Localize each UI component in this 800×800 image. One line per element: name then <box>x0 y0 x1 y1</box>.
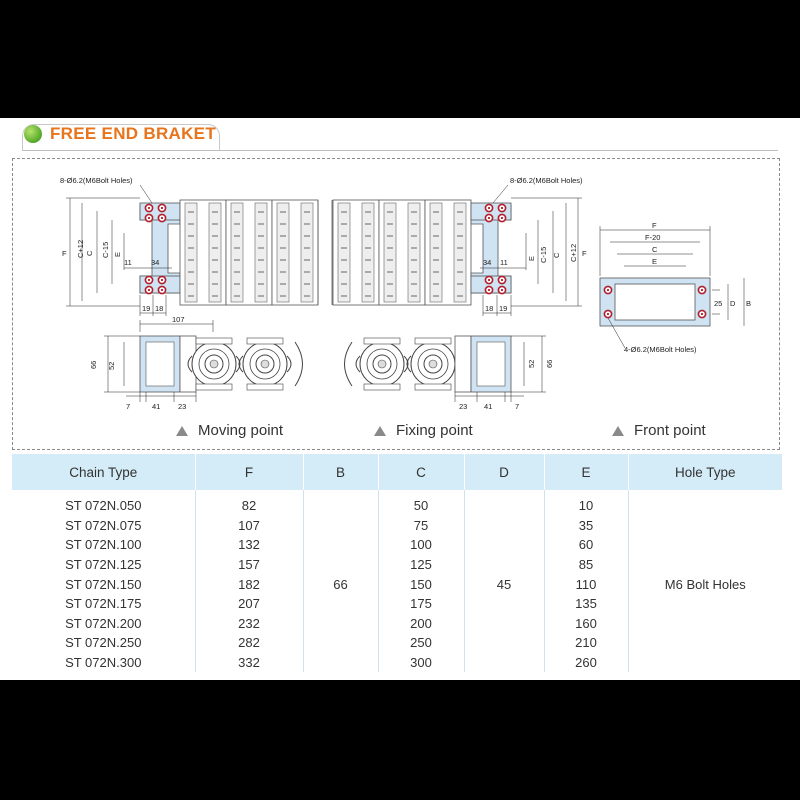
fixing-side-view: 66 52 23 41 7 <box>344 335 554 411</box>
col-b: B <box>302 454 378 490</box>
col-c: C <box>377 454 464 490</box>
moving-dim-c: C <box>85 250 94 256</box>
moving-hole-note: 8-Ø6.2(M6Bolt Holes) <box>60 176 133 185</box>
header-rule <box>22 150 778 151</box>
fixing-dim-e: E <box>527 256 536 261</box>
triangle-icon <box>612 425 624 436</box>
hole-type-value: M6 Bolt Holes <box>627 490 782 673</box>
moving-dim-107: 107 <box>172 315 185 324</box>
front-hole-note: 4-Ø6.2(M6Bolt Holes) <box>624 345 697 354</box>
moving-dim-18: 18 <box>155 304 163 313</box>
fixing-top-view: 8-Ø6.2(M6Bolt Holes) E C-15 C C+12 F <box>331 176 587 316</box>
table-row: ST 072N.075 107 75 35 <box>12 515 782 536</box>
moving-dim-34: 34 <box>151 258 159 267</box>
front-view: F F-20 C E 25 D B 4-Ø6.2(M6Bolt Holes) <box>599 221 751 354</box>
moving-dim-19: 19 <box>142 304 150 313</box>
caption-moving: Moving point <box>176 422 283 439</box>
d-value: 45 <box>463 490 544 673</box>
section-header: FREE END BRAKET <box>24 124 216 144</box>
fixing-dim-f: F <box>582 249 587 258</box>
moving-dim-52: 52 <box>107 362 116 370</box>
table-row: ST 072N.175 207 175 135 <box>12 593 782 614</box>
front-dim-f: F <box>652 221 657 230</box>
fixing-hole-note: 8-Ø6.2(M6Bolt Holes) <box>510 176 583 185</box>
front-dim-c: C <box>652 245 658 254</box>
table-row: ST 072N.300 332 300 260 <box>12 652 782 673</box>
fixing-dim-c15: C-15 <box>539 247 548 263</box>
bullet-icon <box>24 125 42 143</box>
front-dim-b: B <box>746 299 751 308</box>
triangle-icon <box>176 425 188 436</box>
moving-dim-e: E <box>113 252 122 257</box>
moving-side-view: 107 66 52 7 41 23 <box>89 315 303 411</box>
moving-dim-11: 11 <box>124 258 132 267</box>
fixing-dim-19: 19 <box>499 304 507 313</box>
table-row: ST 072N.250 282 250 210 <box>12 633 782 653</box>
fixing-dim-23: 23 <box>459 402 467 411</box>
front-dim-d: D <box>730 299 736 308</box>
table-row: ST 072N.200 232 200 160 <box>12 613 782 634</box>
fixing-dim-66: 66 <box>545 360 554 368</box>
triangle-icon <box>374 425 386 436</box>
catalog-sheet: FREE END BRAKET <box>0 118 800 680</box>
front-dim-e: E <box>652 257 657 266</box>
moving-dim-23: 23 <box>178 402 186 411</box>
fixing-dim-18: 18 <box>485 304 493 313</box>
section-tab <box>22 124 220 151</box>
caption-front: Front point <box>612 422 706 439</box>
moving-dim-c15: C-15 <box>101 242 110 258</box>
fixing-dim-41: 41 <box>484 402 492 411</box>
moving-top-view: 8-Ø6.2(M6Bolt Holes) F C+12 C C-15 E <box>60 176 319 316</box>
fixing-dim-c: C <box>552 252 561 258</box>
front-dim-f20: F-20 <box>645 233 660 242</box>
col-hole-type: Hole Type <box>627 454 782 490</box>
moving-dim-66: 66 <box>89 361 98 369</box>
moving-dim-41: 41 <box>152 402 160 411</box>
moving-dim-c12: C+12 <box>76 240 85 258</box>
moving-dim-f: F <box>62 249 67 258</box>
section-title: FREE END BRAKET <box>50 124 217 143</box>
spec-table: Chain Type F B C D E Hole Type ST 072N.0… <box>12 454 782 673</box>
caption-fixing: Fixing point <box>374 422 473 439</box>
table-row: ST 072N.125 157 125 85 <box>12 554 782 575</box>
table-row: ST 072N.100 132 100 60 <box>12 535 782 555</box>
b-value: 66 <box>302 490 378 673</box>
col-f: F <box>194 454 303 490</box>
col-chain-type: Chain Type <box>12 454 195 490</box>
moving-dim-7: 7 <box>126 402 130 411</box>
col-e: E <box>543 454 628 490</box>
fixing-dim-c12: C+12 <box>569 244 578 262</box>
technical-drawings: 8-Ø6.2(M6Bolt Holes) F C+12 C C-15 E <box>60 176 751 411</box>
table-row: ST 072N.050 82 66 50 45 10 M6 Bolt Holes <box>12 490 782 673</box>
fixing-dim-7: 7 <box>515 402 519 411</box>
table-row: ST 072N.150 182 150 110 <box>12 574 782 594</box>
fixing-dim-11: 11 <box>500 258 508 267</box>
table-header-row: Chain Type F B C D E Hole Type <box>12 454 782 490</box>
fixing-dim-34: 34 <box>483 258 491 267</box>
front-dim-25: 25 <box>714 299 722 308</box>
col-d: D <box>463 454 544 490</box>
fixing-dim-52: 52 <box>527 360 536 368</box>
drawing-frame <box>12 158 780 450</box>
